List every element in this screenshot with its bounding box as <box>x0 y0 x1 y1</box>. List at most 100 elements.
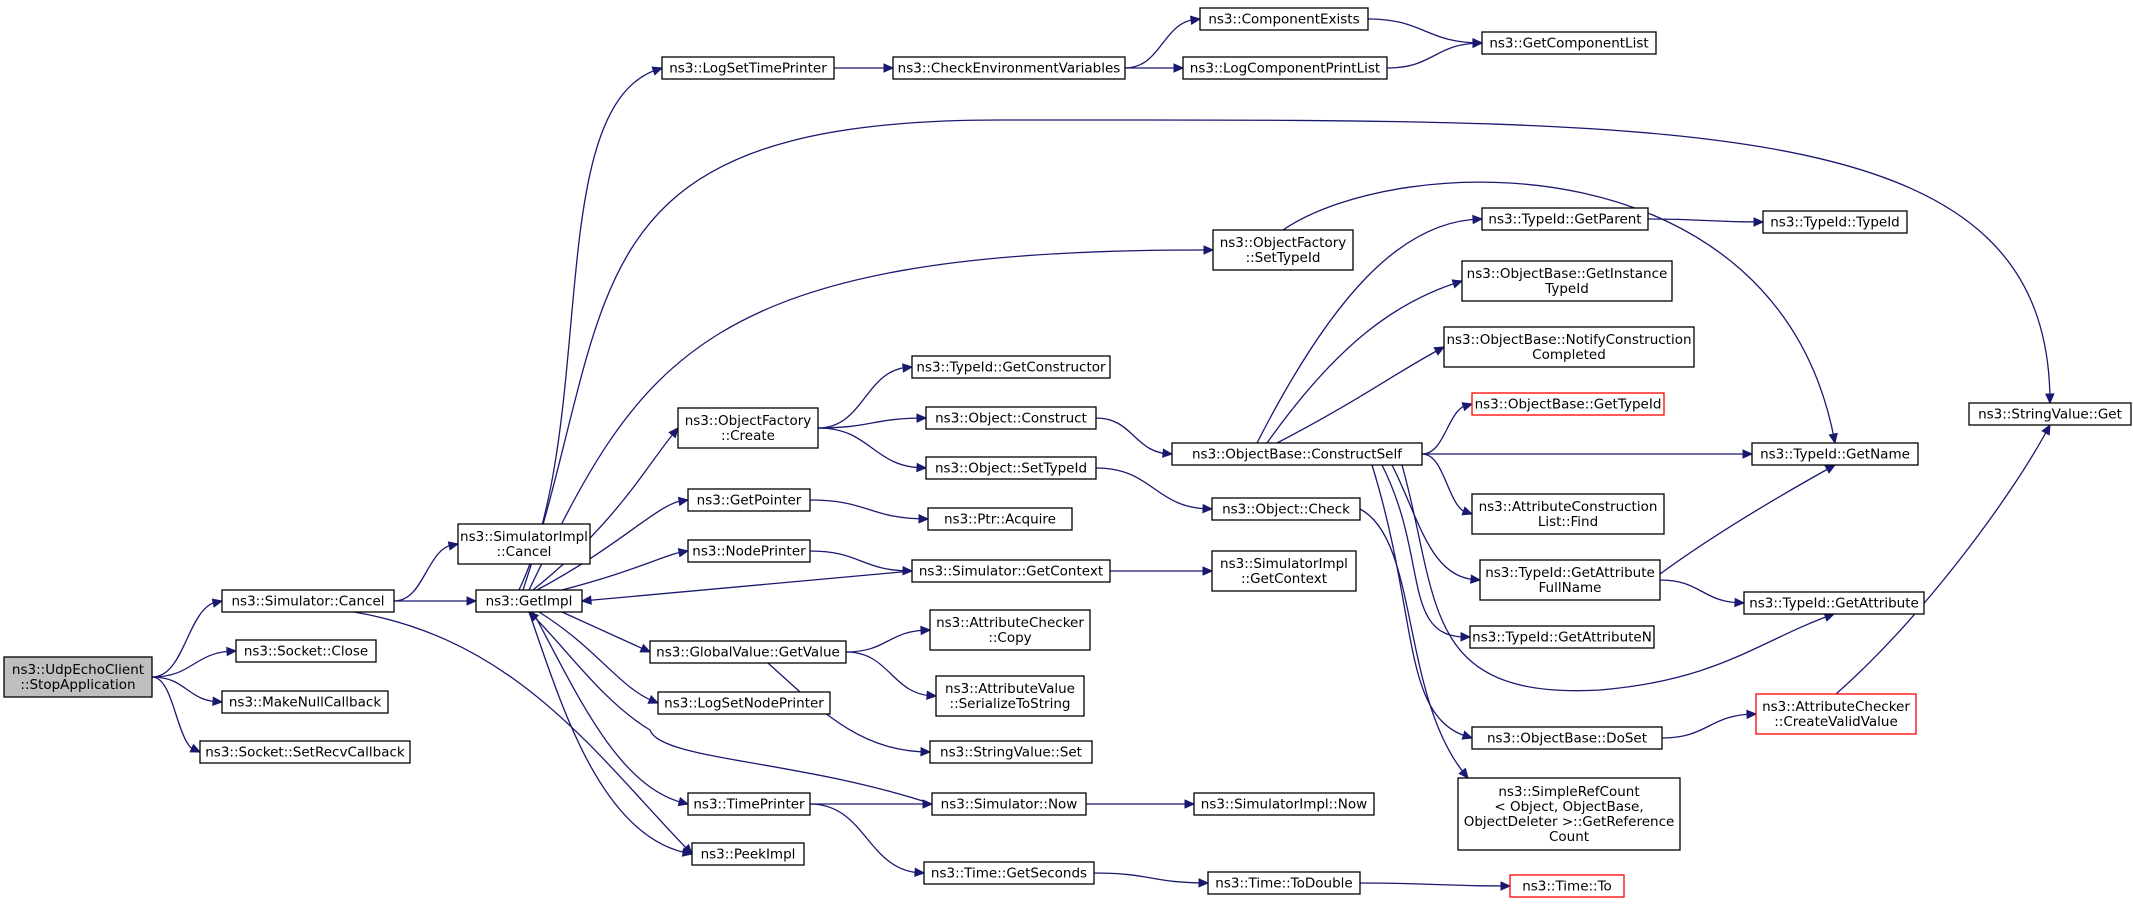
node-sim-cancel[interactable]: ns3::Simulator::Cancel <box>221 589 395 613</box>
node-getpointer[interactable]: ns3::GetPointer <box>687 488 811 512</box>
node-box <box>1968 402 2132 426</box>
node-time-todouble[interactable]: ns3::Time::ToDouble <box>1207 871 1361 895</box>
node-typeid-getname[interactable]: ns3::TypeId::GetName <box>1751 442 1919 466</box>
node-box <box>927 507 1073 531</box>
edge-line <box>353 611 693 855</box>
node-typeid-getparent[interactable]: ns3::TypeId::GetParent <box>1481 207 1649 231</box>
node-label: ns3::CheckEnvironmentVariables <box>898 61 1121 77</box>
edge-timeprinter-to-sim_now <box>810 799 934 809</box>
edge-arrowhead <box>1472 38 1484 49</box>
node-objfactory-create[interactable]: ns3::ObjectFactory::Create <box>677 407 819 449</box>
edge-checkenv-to-logcompprintlist <box>1125 63 1185 73</box>
node-make-null-cb[interactable]: ns3::MakeNullCallback <box>221 690 389 714</box>
node-box <box>1212 229 1354 271</box>
node-box <box>649 640 847 664</box>
node-timeprinter[interactable]: ns3::TimePrinter <box>687 792 811 816</box>
node-label: ns3::TimePrinter <box>693 797 805 813</box>
edge-arrowhead <box>677 496 690 507</box>
node-stringvalue-get[interactable]: ns3::StringValue::Get <box>1968 402 2132 426</box>
edge-arrowhead <box>1824 464 1837 474</box>
node-logcompprintlist[interactable]: ns3::LogComponentPrintList <box>1182 56 1388 80</box>
node-sim-now[interactable]: ns3::Simulator::Now <box>931 792 1087 816</box>
edge-line <box>1647 218 1764 223</box>
node-box <box>1457 777 1681 851</box>
node-objbase-constructself[interactable]: ns3::ObjectBase::ConstructSelf <box>1171 442 1423 466</box>
node-label: ns3::ObjectBase::DoSet <box>1487 731 1647 747</box>
edge-line <box>528 611 693 855</box>
node-typeid-getattributen[interactable]: ns3::TypeId::GetAttributeN <box>1469 625 1655 649</box>
node-objbase-doset[interactable]: ns3::ObjectBase::DoSet <box>1471 726 1663 750</box>
node-time-to[interactable]: ns3::Time::To <box>1509 874 1625 898</box>
edge-arrowhead <box>918 514 930 524</box>
node-getimpl[interactable]: ns3::GetImpl <box>475 589 583 613</box>
node-checkenv[interactable]: ns3::CheckEnvironmentVariables <box>892 56 1126 80</box>
node-socket-close[interactable]: ns3::Socket::Close <box>235 639 377 663</box>
node-simimpl-getcontext[interactable]: ns3::SimulatorImpl::GetContext <box>1211 550 1357 592</box>
node-typeid-getconstructor[interactable]: ns3::TypeId::GetConstructor <box>911 355 1111 379</box>
edge-arrowhead <box>1202 503 1214 514</box>
node-box <box>221 589 395 613</box>
node-getcomplist[interactable]: ns3::GetComponentList <box>1481 31 1657 55</box>
edge-line <box>817 366 913 429</box>
node-box <box>657 691 831 715</box>
node-label: ns3::Time::To <box>1522 879 1612 895</box>
edge-arrowhead <box>2041 423 2051 436</box>
edge-getimpl-to-nodeprinter <box>561 547 690 591</box>
edge-line <box>1276 346 1445 444</box>
node-label: ns3::Time::ToDouble <box>1215 876 1352 892</box>
node-simimpl-cancel[interactable]: ns3::SimulatorImpl::Cancel <box>457 523 591 565</box>
node-objbase-gettypeid[interactable]: ns3::ObjectBase::GetTypeId <box>1471 392 1665 416</box>
edge-arrowhead <box>922 799 934 809</box>
edge-line <box>522 119 2051 591</box>
node-peekimpl[interactable]: ns3::PeekImpl <box>691 842 805 866</box>
node-socket-setrecv[interactable]: ns3::Socket::SetRecvCallback <box>199 740 411 764</box>
node-compexists[interactable]: ns3::ComponentExists <box>1199 7 1369 31</box>
edge-arrowhead <box>1461 506 1474 516</box>
node-object-settypeid[interactable]: ns3::Object::SetTypeId <box>925 456 1097 480</box>
node-objbase-notifyconstruction[interactable]: ns3::ObjectBase::NotifyConstructionCompl… <box>1443 326 1695 368</box>
node-label: ns3::ObjectBase::NotifyConstruction <box>1446 332 1691 348</box>
node-label: < Object, ObjectBase, <box>1494 799 1643 815</box>
node-box <box>687 539 811 563</box>
node-globalvalue-getvalue[interactable]: ns3::GlobalValue::GetValue <box>649 640 847 664</box>
edge-line <box>845 629 931 653</box>
node-label: ns3::TypeId::GetParent <box>1488 212 1641 228</box>
node-simimpl-now[interactable]: ns3::SimulatorImpl::Now <box>1193 792 1375 816</box>
edge-arrowhead <box>1198 878 1210 888</box>
node-stringvalue-set[interactable]: ns3::StringValue::Set <box>929 740 1093 764</box>
node-ptr-acquire[interactable]: ns3::Ptr::Acquire <box>927 507 1073 531</box>
node-time-getseconds[interactable]: ns3::Time::GetSeconds <box>923 861 1095 885</box>
node-box <box>1509 874 1625 898</box>
node-logsettimeprinter[interactable]: ns3::LogSetTimePrinter <box>661 56 835 80</box>
node-logsetnodeprinter[interactable]: ns3::LogSetNodePrinter <box>657 691 831 715</box>
edge-getimpl-to-timeprinter <box>532 611 690 807</box>
node-attrchecker-copy[interactable]: ns3::AttributeChecker::Copy <box>929 609 1091 651</box>
function-nodes: ns3::UdpEchoClient::StopApplicationns3::… <box>3 7 2132 898</box>
node-object-construct[interactable]: ns3::Object::Construct <box>925 406 1097 430</box>
edge-attrchecker_createvalid-to-stringvalue_get <box>1835 423 2051 695</box>
node-objfactory-settypeid[interactable]: ns3::ObjectFactory::SetTypeId <box>1212 229 1354 271</box>
node-box <box>1211 550 1357 592</box>
node-label: ns3::Ptr::Acquire <box>944 512 1056 528</box>
edge-sim_now-to-getimpl <box>528 611 933 805</box>
edge-arrowhead <box>1460 632 1472 642</box>
node-attrvalue-serialize[interactable]: ns3::AttributeValue::SerializeToString <box>935 675 1085 717</box>
node-attrchecker-createvalid[interactable]: ns3::AttributeChecker::CreateValidValue <box>1755 693 1917 735</box>
edge-line <box>1124 18 1201 69</box>
node-nodeprinter[interactable]: ns3::NodePrinter <box>687 539 811 563</box>
edge-objfactory_create-to-typeid_getconstructor <box>817 363 914 429</box>
edge-arrowhead <box>1461 730 1474 740</box>
node-label: ::CreateValidValue <box>1774 714 1898 730</box>
node-udpecho-stop[interactable]: ns3::UdpEchoClient::StopApplication <box>3 656 153 698</box>
node-typeid-typeid[interactable]: ns3::TypeId::TypeId <box>1762 210 1908 234</box>
node-simplerefcount-getref[interactable]: ns3::SimpleRefCount< Object, ObjectBase,… <box>1457 777 1681 851</box>
node-typeid-getattribute[interactable]: ns3::TypeId::GetAttribute <box>1743 591 1925 615</box>
edge-arrowhead <box>647 694 660 704</box>
node-label: ns3::Object::SetTypeId <box>935 461 1087 477</box>
node-object-check[interactable]: ns3::Object::Check <box>1211 497 1361 521</box>
node-sim-getcontext[interactable]: ns3::Simulator::GetContext <box>911 559 1111 583</box>
edge-objbase_constructself-to-typeid_getparent <box>1256 214 1484 444</box>
